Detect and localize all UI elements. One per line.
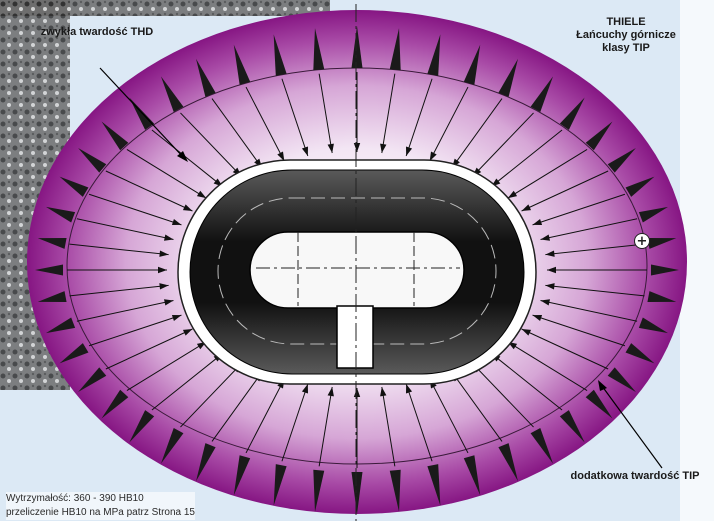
label-thiele: THIELE Łańcuchy górnicze klasy TIP (548, 16, 704, 55)
link-inner-hole (250, 232, 464, 308)
plus-icon: + (634, 233, 650, 249)
footer-strength: Wytrzymałość: 360 - 390 HB10 (6, 492, 195, 506)
label-thiele-product: Łańcuchy górnicze (548, 29, 704, 42)
label-thiele-brand: THIELE (548, 16, 704, 29)
label-standard-hardness: zwykła twardość THD (22, 26, 172, 39)
label-additional-hardness: dodatkowa twardość TIP (560, 470, 710, 483)
footer-notes: Wytrzymałość: 360 - 390 HB10 przeliczeni… (6, 492, 195, 520)
label-thiele-class: klasy TIP (548, 42, 704, 55)
weld-zone (337, 306, 373, 368)
background-photo-top (0, 0, 330, 16)
footer-conversion: przeliczenie HB10 na MPa patrz Strona 15 (6, 506, 195, 520)
